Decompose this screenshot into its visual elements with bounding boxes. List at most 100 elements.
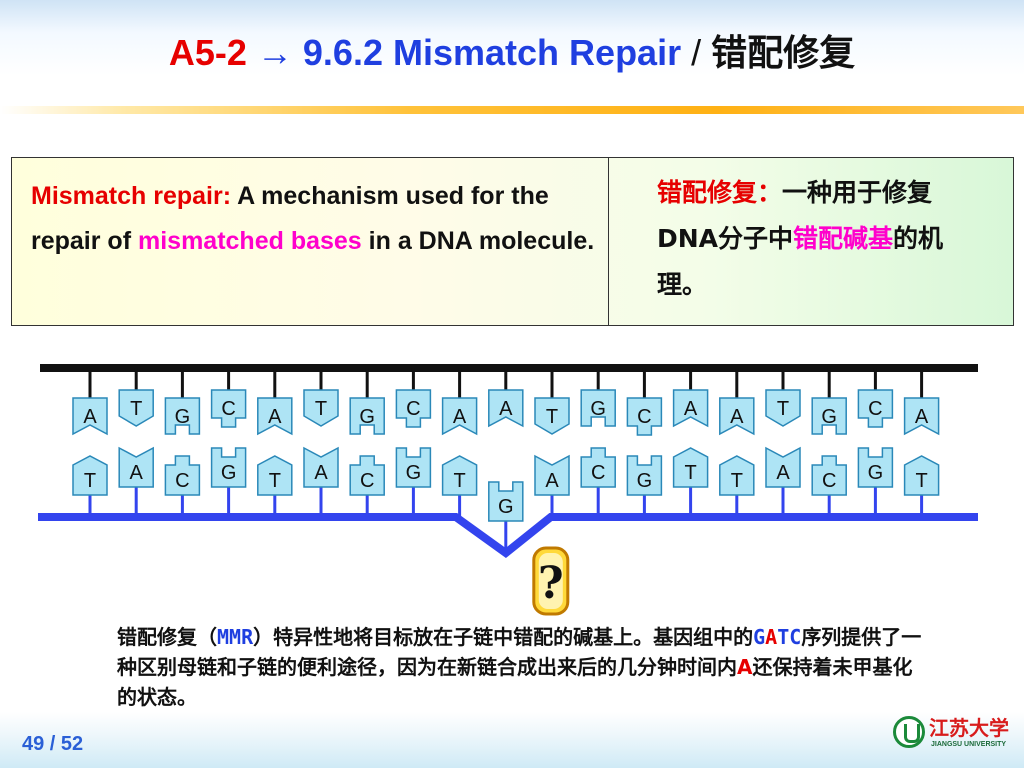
top-base-label: G — [359, 406, 375, 428]
definition-divider — [608, 157, 609, 326]
bottom-base-c — [580, 447, 616, 488]
top-base-label: T — [130, 398, 142, 420]
definition-zh-text-2: 的机理。 — [657, 224, 944, 299]
bottom-base-label: T — [84, 470, 96, 492]
logo-emblem-icon — [893, 716, 925, 748]
bottom-base-c — [349, 455, 385, 496]
bottom-base-label: T — [731, 470, 743, 492]
bottom-base-t — [257, 455, 293, 496]
title-divider — [0, 106, 1024, 114]
top-base-label: C — [406, 398, 420, 420]
top-base-label: A — [453, 406, 467, 428]
definition-text-1: A mechanism used for the repair of — [31, 182, 549, 255]
title-name: Mismatch Repair — [393, 32, 682, 73]
bottom-base-g — [488, 481, 524, 522]
bottom-base-label: T — [269, 470, 281, 492]
bottom-base-t — [72, 455, 108, 496]
top-base-label: A — [915, 406, 929, 428]
bottom-base-g — [857, 447, 894, 488]
top-base-label: C — [221, 398, 235, 420]
top-base-label: T — [777, 398, 789, 420]
bottom-base-label: C — [360, 470, 374, 492]
top-base-g — [811, 397, 847, 435]
top-base-label: A — [268, 406, 282, 428]
bottom-base-g — [210, 447, 247, 488]
top-base-label: C — [868, 398, 882, 420]
question-mark-label: ? — [538, 558, 564, 609]
caption-mmr: MMR — [217, 625, 254, 649]
definition-highlight: mismatched bases — [137, 227, 362, 255]
bottom-base-label: T — [684, 462, 696, 484]
definition-term: Mismatch repair: — [31, 182, 232, 210]
header-background — [0, 0, 1024, 108]
definition-chinese: 错配修复：一种用于修复DNA分子中错配碱基的机理。 — [657, 170, 977, 308]
definition-text-2: in a DNA molecule. — [368, 227, 595, 255]
top-base-label: A — [499, 398, 513, 420]
top-base-t — [118, 389, 154, 427]
title-chinese: 错配修复 — [711, 33, 856, 74]
bottom-base-c — [811, 455, 847, 496]
bottom-base-t — [903, 455, 940, 496]
bottom-base-t — [719, 455, 755, 496]
top-base-label: T — [546, 406, 558, 428]
top-base-a — [488, 389, 524, 428]
top-base-label: A — [684, 398, 698, 420]
bottom-base-a — [303, 446, 339, 488]
top-base-a — [903, 397, 940, 436]
bottom-base-g — [395, 447, 432, 488]
bottom-base-t — [441, 455, 478, 496]
footer-background — [0, 712, 1024, 768]
bottom-base-label: A — [776, 462, 790, 484]
definition-zh-term: 错配修复： — [657, 178, 783, 207]
bottom-base-label: C — [591, 462, 605, 484]
bottom-base-a — [765, 446, 801, 488]
definition-zh-text-1: 一种用于修复DNA分子中 — [657, 178, 933, 253]
top-base-label: G — [821, 406, 837, 428]
bottom-base-label: G — [498, 496, 514, 518]
top-base-t — [765, 389, 801, 427]
top-base-a — [257, 397, 293, 436]
top-base-a — [72, 397, 108, 436]
logo-chinese-name: 江苏大学 — [929, 716, 1009, 740]
top-base-label: G — [590, 398, 606, 420]
university-logo: 江苏大学 JIANGSU UNIVERSITY — [891, 712, 1017, 756]
bottom-base-label: C — [175, 470, 189, 492]
top-base-t — [534, 397, 570, 435]
definition-english: Mismatch repair: A mechanism used for th… — [31, 174, 596, 264]
title-code: A5-2 — [168, 32, 247, 73]
bottom-base-label: C — [822, 470, 836, 492]
caption-gatc-tc: TC — [777, 625, 802, 649]
top-base-a — [441, 397, 478, 436]
top-base-c — [395, 389, 432, 428]
top-base-c — [857, 389, 894, 428]
caption-text-4: 还保持着未甲基化的状态。 — [117, 655, 913, 709]
bottom-base-label: G — [221, 462, 237, 484]
bottom-base-g — [626, 455, 663, 496]
slide-title: A5-2 → 9.6.2 Mismatch Repair / 错配修复 — [0, 24, 1024, 76]
definition-zh-highlight: 错配碱基 — [793, 224, 894, 253]
top-base-a — [719, 397, 755, 436]
top-base-label: C — [637, 406, 651, 428]
bottom-base-t — [672, 447, 709, 488]
top-base-label: T — [315, 398, 327, 420]
bottom-base-label: T — [453, 470, 465, 492]
logo-english-name: JIANGSU UNIVERSITY — [931, 741, 1007, 748]
title-section: 9.6.2 — [302, 32, 383, 73]
top-base-g — [349, 397, 385, 435]
caption-adenine: A — [737, 655, 753, 679]
top-base-c — [210, 389, 247, 428]
caption-gatc-g: G — [753, 625, 766, 649]
top-base-label: G — [175, 406, 191, 428]
bottom-base-label: G — [868, 462, 884, 484]
caption-text-3: 序列提供了一种区别母链和子链的便利途径，因为在新链合成出来后的几分钟时间内 — [117, 625, 922, 679]
question-mark-inner — [538, 553, 563, 609]
top-base-label: A — [83, 406, 97, 428]
caption-gatc-a: A — [765, 625, 778, 649]
top-base-a — [672, 389, 709, 428]
top-base-t — [303, 389, 339, 427]
page-number: 49 / 52 — [22, 733, 84, 755]
bottom-base-label: G — [637, 470, 653, 492]
caption-text-2: ）特异性地将目标放在子链中错配的碱基上。基因组中的 — [253, 625, 754, 649]
caption-text-1: 错配修复（ — [117, 625, 217, 649]
